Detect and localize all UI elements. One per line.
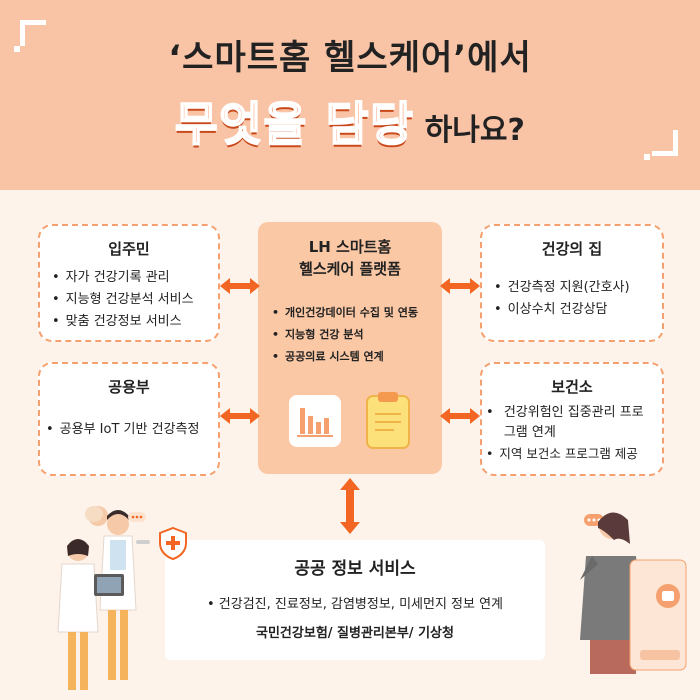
platform-item: 개인건강데이터 수집 및 연동 — [272, 302, 442, 324]
health-house-item: 이상수치 건강상담 — [494, 299, 662, 321]
residents-box: 입주민 자가 건강기록 관리 지능형 건강분석 서비스 맞춤 건강정보 서비스 — [38, 224, 220, 342]
residents-item: 맞춤 건강정보 서비스 — [52, 311, 218, 333]
health-center-item-text: 건강위험인 집중관리 프로그램 연계 — [503, 405, 644, 440]
medical-shield-icon — [159, 526, 187, 560]
double-arrow-icon — [440, 408, 480, 424]
health-center-title: 보건소 — [551, 378, 593, 396]
health-house-title: 건강의 집 — [541, 240, 603, 258]
public-service-line: • 건강검진, 진료정보, 감염병정보, 미세먼지 정보 연계 — [206, 597, 504, 612]
residents-title: 입주민 — [108, 240, 150, 258]
page-title-highlight: 무엇을 담당 — [174, 96, 415, 152]
corner-bracket-decoration — [652, 130, 678, 156]
health-center-item: 지역 보건소 프로그램 제공 — [486, 443, 662, 465]
bar-chart-icon — [289, 395, 341, 447]
vertical-double-arrow-icon — [340, 478, 360, 534]
common-area-title: 공용부 — [108, 378, 150, 396]
page-title-rest: 하나요? — [424, 113, 525, 148]
platform-item: 공공의료 시스템 연계 — [272, 346, 442, 368]
public-service-title: 공공 정보 서비스 — [294, 559, 416, 579]
page-title-line1: ‘스마트홈 헬스케어’에서 — [168, 38, 532, 78]
residents-item: 지능형 건강분석 서비스 — [52, 289, 218, 311]
corner-dot-decoration — [644, 154, 650, 160]
public-service-box: 공공 정보 서비스 • 건강검진, 진료정보, 감염병정보, 미세먼지 정보 연… — [165, 540, 545, 660]
double-arrow-icon — [220, 408, 260, 424]
platform-title-line2: 헬스케어 플랫폼 — [299, 260, 401, 278]
header-banner: ‘스마트홈 헬스케어’에서 무엇을 담당 하나요? — [0, 0, 700, 190]
public-service-agencies: 국민건강보험/ 질병관리본부/ 기상청 — [256, 626, 454, 641]
double-arrow-icon — [440, 278, 480, 294]
health-center-box: 보건소 건강위험인 집중관리 프로그램 연계 지역 보건소 프로그램 제공 — [480, 362, 664, 476]
doctors-illustration — [57, 506, 150, 690]
health-house-box: 건강의 집 건강측정 지원(간호사) 이상수치 건강상담 — [480, 224, 664, 342]
platform-item: 지능형 건강 분석 — [272, 324, 442, 346]
platform-panel: LH 스마트홈 헬스케어 플랫폼 개인건강데이터 수집 및 연동 지능형 건강 … — [258, 222, 442, 474]
platform-title-line1: LH 스마트홈 — [308, 238, 392, 256]
double-arrow-icon — [220, 278, 260, 294]
page-title-line2: 무엇을 담당 하나요? — [0, 88, 700, 154]
common-area-item: 공용부 IoT 기반 건강측정 — [46, 419, 218, 441]
corner-bracket-decoration — [20, 20, 46, 46]
public-service-line-text: 건강검진, 진료정보, 감염병정보, 미세먼지 정보 연계 — [218, 597, 504, 612]
clipboard-icon — [366, 392, 410, 449]
corner-dot-decoration — [14, 46, 20, 52]
health-center-item: 건강위험인 집중관리 프로그램 연계 — [486, 403, 662, 443]
residents-item: 자가 건강기록 관리 — [52, 267, 218, 289]
health-house-item: 건강측정 지원(간호사) — [494, 277, 662, 299]
common-area-box: 공용부 공용부 IoT 기반 건강측정 — [38, 362, 220, 476]
woman-thinking-illustration — [580, 512, 687, 674]
